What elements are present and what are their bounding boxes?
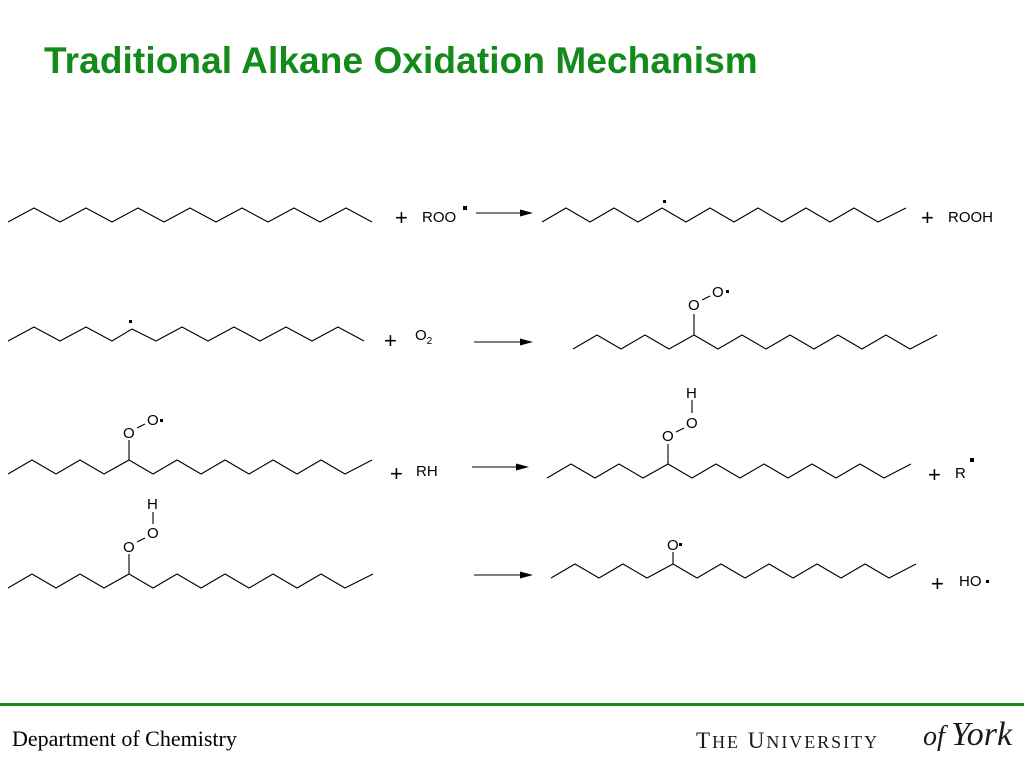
department-label: Department of Chemistry <box>12 726 237 751</box>
o-o-bond <box>136 537 146 543</box>
radical-dot <box>970 458 974 462</box>
alkane-chain <box>7 207 373 223</box>
reaction-arrowhead <box>520 209 533 217</box>
oxygen-label: O2 <box>415 327 433 347</box>
reaction-arrowhead <box>516 463 529 471</box>
radical-dot <box>463 206 467 210</box>
oxygen-atom: O <box>712 284 724 301</box>
radical-dot <box>663 200 666 203</box>
hydroxyl-radical-label: HO <box>959 573 982 590</box>
hydrogen-atom: H <box>147 496 158 513</box>
plus-sign: + <box>390 461 403 486</box>
slide-title: Traditional Alkane Oxidation Mechanism <box>44 40 758 81</box>
reaction-scheme: + ROO + ROOH + O2 O O O O + RH O O H + R… <box>7 200 993 596</box>
oxygen-atom: O <box>123 425 135 442</box>
radical-dot <box>160 419 163 422</box>
oxygen-atom: O <box>688 297 700 314</box>
radical-dot <box>679 543 682 546</box>
alkane-label: RH <box>416 463 438 480</box>
reaction-arrowhead <box>520 338 533 346</box>
oxygen-atom: O <box>147 412 159 429</box>
peroxyl-chain <box>7 459 373 475</box>
oxygen-atom: O <box>147 525 159 542</box>
reaction-arrowhead <box>520 571 533 579</box>
radical-dot <box>726 290 729 293</box>
oxygen-atom: O <box>123 539 135 556</box>
hydroperoxide-chain <box>546 463 912 479</box>
o-o-bond <box>136 423 146 429</box>
radical-dot <box>986 580 989 583</box>
peroxyl-chain <box>572 334 938 350</box>
university-logo: THE UNIVERSITY of York <box>696 716 1018 762</box>
hydroperoxide-chain <box>7 573 374 589</box>
alkyl-radical-label: R <box>955 465 966 482</box>
hydroperoxide-label: ROOH <box>948 209 993 226</box>
footer-rule <box>0 703 1024 706</box>
o-o-bond <box>675 427 685 433</box>
alkyl-radical-chain <box>7 326 365 342</box>
plus-sign: + <box>921 205 934 230</box>
logo-of: of <box>923 721 945 752</box>
plus-sign: + <box>928 462 941 487</box>
o-o-bond <box>701 295 711 301</box>
peroxyl-radical-label: ROO <box>422 209 456 226</box>
plus-sign: + <box>931 571 944 596</box>
oxygen-atom: O <box>686 415 698 432</box>
logo-wordmark: THE UNIVERSITY <box>696 728 880 753</box>
logo-york: York <box>951 716 1013 753</box>
hydrogen-atom: H <box>686 385 697 402</box>
plus-sign: + <box>384 328 397 353</box>
plus-sign: + <box>395 205 408 230</box>
oxygen-atom: O <box>662 428 674 445</box>
oxygen-atom: O <box>667 537 679 554</box>
radical-dot <box>129 320 132 323</box>
alkoxyl-chain <box>550 563 917 579</box>
alkyl-radical-chain <box>541 207 907 223</box>
